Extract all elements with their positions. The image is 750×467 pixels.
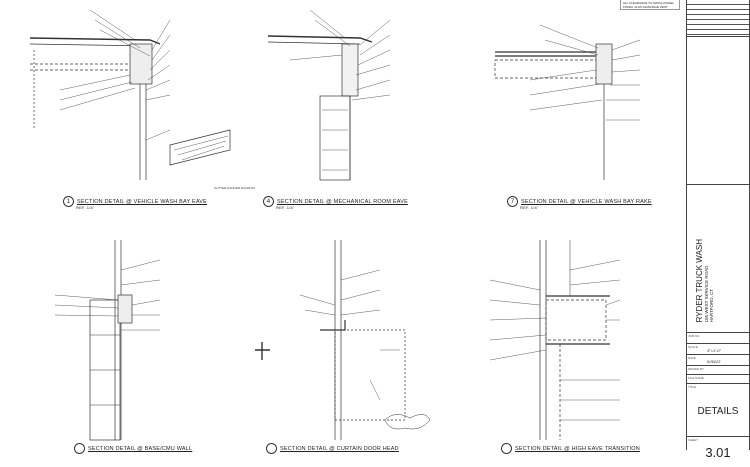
job-no-label: JOB NO. — [688, 334, 701, 338]
detail-title-4: 4 SECTION DETAIL @ MECHANICAL ROOM EAVE … — [263, 196, 408, 210]
detail-scale: REF. 1/4" — [276, 205, 295, 210]
detail-number-bubble — [266, 443, 277, 454]
detail-title-base-cmu: SECTION DETAIL @ BASE/CMU WALL — [74, 443, 192, 454]
general-note: ALL CLEARANCE TO MATCH PANEL FINISH, ALS… — [620, 0, 680, 10]
title-label: TITLE — [688, 385, 697, 389]
drawn-by-cell: DRAWN BY — [687, 366, 749, 375]
detail-number-bubble — [74, 443, 85, 454]
sheet-title: DETAILS — [697, 406, 739, 417]
sheet-title-cell: TITLE DETAILS — [687, 384, 749, 437]
drawing-sheet: ALL CLEARANCE TO MATCH PANEL FINISH, ALS… — [29, 0, 750, 460]
seal-area — [687, 37, 749, 185]
detail-high-eave-drawing — [489, 240, 621, 440]
file-name-cell: FILE NAME — [687, 375, 749, 384]
scale-value: 3"=1'-0" — [707, 348, 721, 353]
detail-title-text: SECTION DETAIL @ MECHANICAL ROOM EAVE — [277, 198, 408, 205]
date-cell: DATE 6/30/23 — [687, 355, 749, 366]
detail-title-text: SECTION DETAIL @ VEHICLE WASH BAY RAKE — [521, 198, 652, 205]
file-name-label: FILE NAME — [688, 376, 704, 380]
detail-scale: REF. 1/4" — [76, 205, 95, 210]
detail-title-text: SECTION DETAIL @ VEHICLE WASH BAY EAVE — [77, 198, 208, 205]
detail-title-text: SECTION DETAIL @ BASE/CMU WALL — [88, 445, 193, 452]
date-value: 6/30/23 — [707, 359, 721, 364]
project-name: RYDER TRUCK WASH — [695, 238, 704, 322]
project-cell: RYDER TRUCK WASH 185 WEST SERVICE ROAD H… — [687, 185, 749, 333]
detail-number-bubble: 1 — [63, 196, 74, 207]
project-city: HARTFORD, CT — [709, 288, 714, 322]
detail-number-bubble: 7 — [507, 196, 518, 207]
detail-1-drawing — [29, 9, 231, 180]
title-block: RYDER TRUCK WASH 185 WEST SERVICE ROAD H… — [686, 0, 750, 460]
detail-curtain-door-drawing — [255, 240, 431, 440]
detail-title-7: 7 SECTION DETAIL @ VEHICLE WASH BAY RAKE… — [507, 196, 652, 210]
detail-number-bubble — [501, 443, 512, 454]
detail-title-1: 1 SECTION DETAIL @ VEHICLE WASH BAY EAVE… — [63, 196, 208, 210]
detail-7-drawing — [494, 24, 641, 180]
detail-base-cmu-drawing — [54, 240, 161, 441]
job-no-cell: JOB NO. — [687, 333, 749, 344]
gutter-hanger-caption: GUTTER HANGER DIAGRAM — [214, 186, 255, 190]
revision-table — [687, 0, 749, 37]
detail-number-bubble: 4 — [263, 196, 274, 207]
scale-label: SCALE — [688, 345, 698, 349]
detail-linework — [29, 9, 641, 441]
date-label: DATE — [688, 356, 696, 360]
drawn-by-label: DRAWN BY — [688, 367, 705, 371]
detail-scale: REF. 1/4" — [520, 205, 539, 210]
scale-cell: SCALE 3"=1'-0" — [687, 344, 749, 355]
detail-title-text: SECTION DETAIL @ CURTAIN DOOR HEAD — [280, 445, 399, 452]
detail-title-text: SECTION DETAIL @ HIGH EAVE TRANSITION — [515, 445, 640, 452]
detail-4-drawing — [267, 9, 391, 181]
detail-title-high-eave: SECTION DETAIL @ HIGH EAVE TRANSITION — [501, 443, 640, 454]
detail-title-curtain-door: SECTION DETAIL @ CURTAIN DOOR HEAD — [266, 443, 399, 454]
sheet-label: SHEET — [688, 438, 699, 442]
